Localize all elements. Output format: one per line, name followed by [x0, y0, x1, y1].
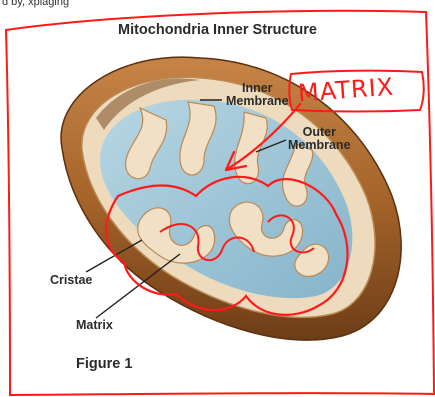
label-inner-membrane: Inner Membrane	[226, 82, 289, 108]
diagram-title: Mitochondria Inner Structure	[0, 22, 435, 38]
label-outer-membrane: Outer Membrane	[288, 126, 351, 152]
label-matrix: Matrix	[76, 319, 113, 332]
figure-caption: Figure 1	[76, 356, 132, 372]
label-cristae: Cristae	[50, 274, 92, 287]
cropped-header-text: d by, xplaging	[2, 0, 69, 8]
